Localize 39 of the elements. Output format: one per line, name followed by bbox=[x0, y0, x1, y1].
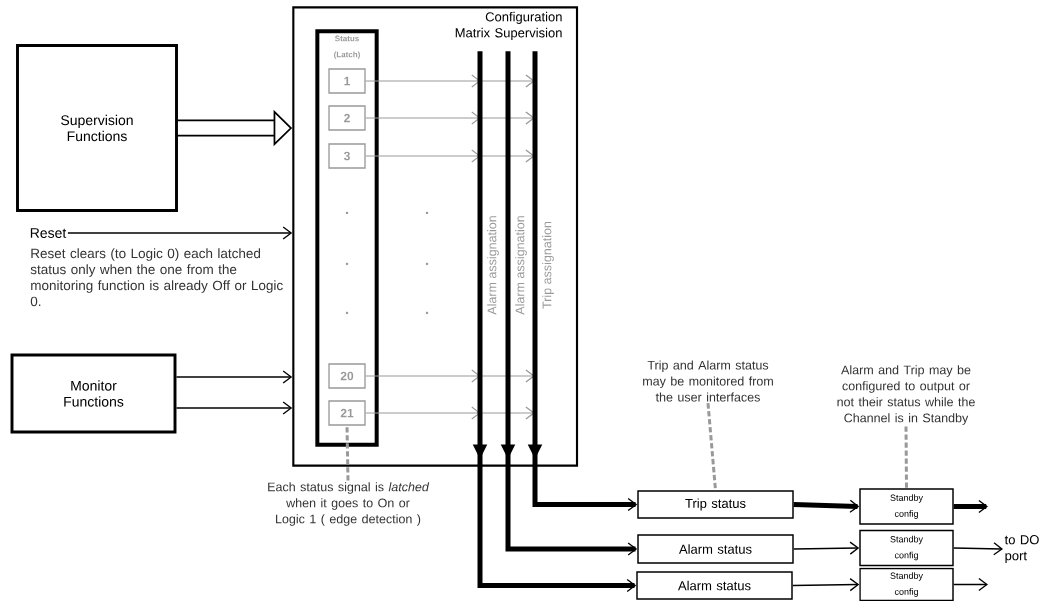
arrow bbox=[952, 577, 988, 592]
status-box: 20 bbox=[328, 363, 366, 389]
arrow bbox=[365, 406, 535, 420]
note-text: Trip and Alarm status may be monitored from the user interfaces bbox=[643, 360, 773, 402]
arrow bbox=[365, 74, 535, 88]
config-box: Standby config bbox=[859, 488, 954, 525]
edge-label: Alarm assignation bbox=[485, 213, 501, 317]
arrow bbox=[365, 369, 535, 383]
status-box: 3 bbox=[328, 143, 366, 169]
leader-line bbox=[904, 426, 908, 489]
config-box: Standby config bbox=[859, 529, 954, 567]
arrow bbox=[365, 149, 535, 163]
leader-line bbox=[706, 403, 717, 491]
port-label: to DO port bbox=[1004, 535, 1039, 563]
leader-line bbox=[345, 425, 350, 481]
status-box: 1 bbox=[328, 68, 366, 94]
function-box: Monitor Functions bbox=[10, 353, 177, 434]
note-text: Each status signal is latched when it goes to On or Logic 1 ( edge detection ) bbox=[268, 482, 430, 526]
status-box: Alarm status bbox=[636, 571, 793, 600]
arrow bbox=[175, 401, 293, 415]
signal-label: Reset bbox=[30, 228, 67, 238]
note-text: Alarm and Trip may be configured to output or not their status while the Channel is in Standby bbox=[837, 365, 975, 425]
status-box: 21 bbox=[328, 400, 366, 426]
arrow bbox=[67, 226, 293, 240]
edge-label: Alarm assignation bbox=[513, 213, 529, 317]
arrow bbox=[365, 111, 535, 125]
config-box: Standby config bbox=[859, 567, 954, 601]
function-box: Supervision Functions bbox=[16, 44, 178, 212]
status-box: 2 bbox=[328, 105, 366, 131]
status-box: Alarm status bbox=[637, 534, 794, 564]
arrow bbox=[793, 499, 860, 513]
arrow bbox=[175, 370, 293, 384]
arrow bbox=[791, 578, 860, 592]
arrow bbox=[952, 542, 1003, 556]
status-box: Trip status bbox=[637, 490, 794, 519]
edge-label: Trip assignation bbox=[540, 219, 556, 311]
arrow bbox=[792, 541, 860, 555]
note-text: Reset clears (to Logic 0) each latched status only when the one from the monitoring function is already Off or Logic 0. bbox=[30, 248, 283, 307]
arrow bbox=[953, 499, 988, 514]
